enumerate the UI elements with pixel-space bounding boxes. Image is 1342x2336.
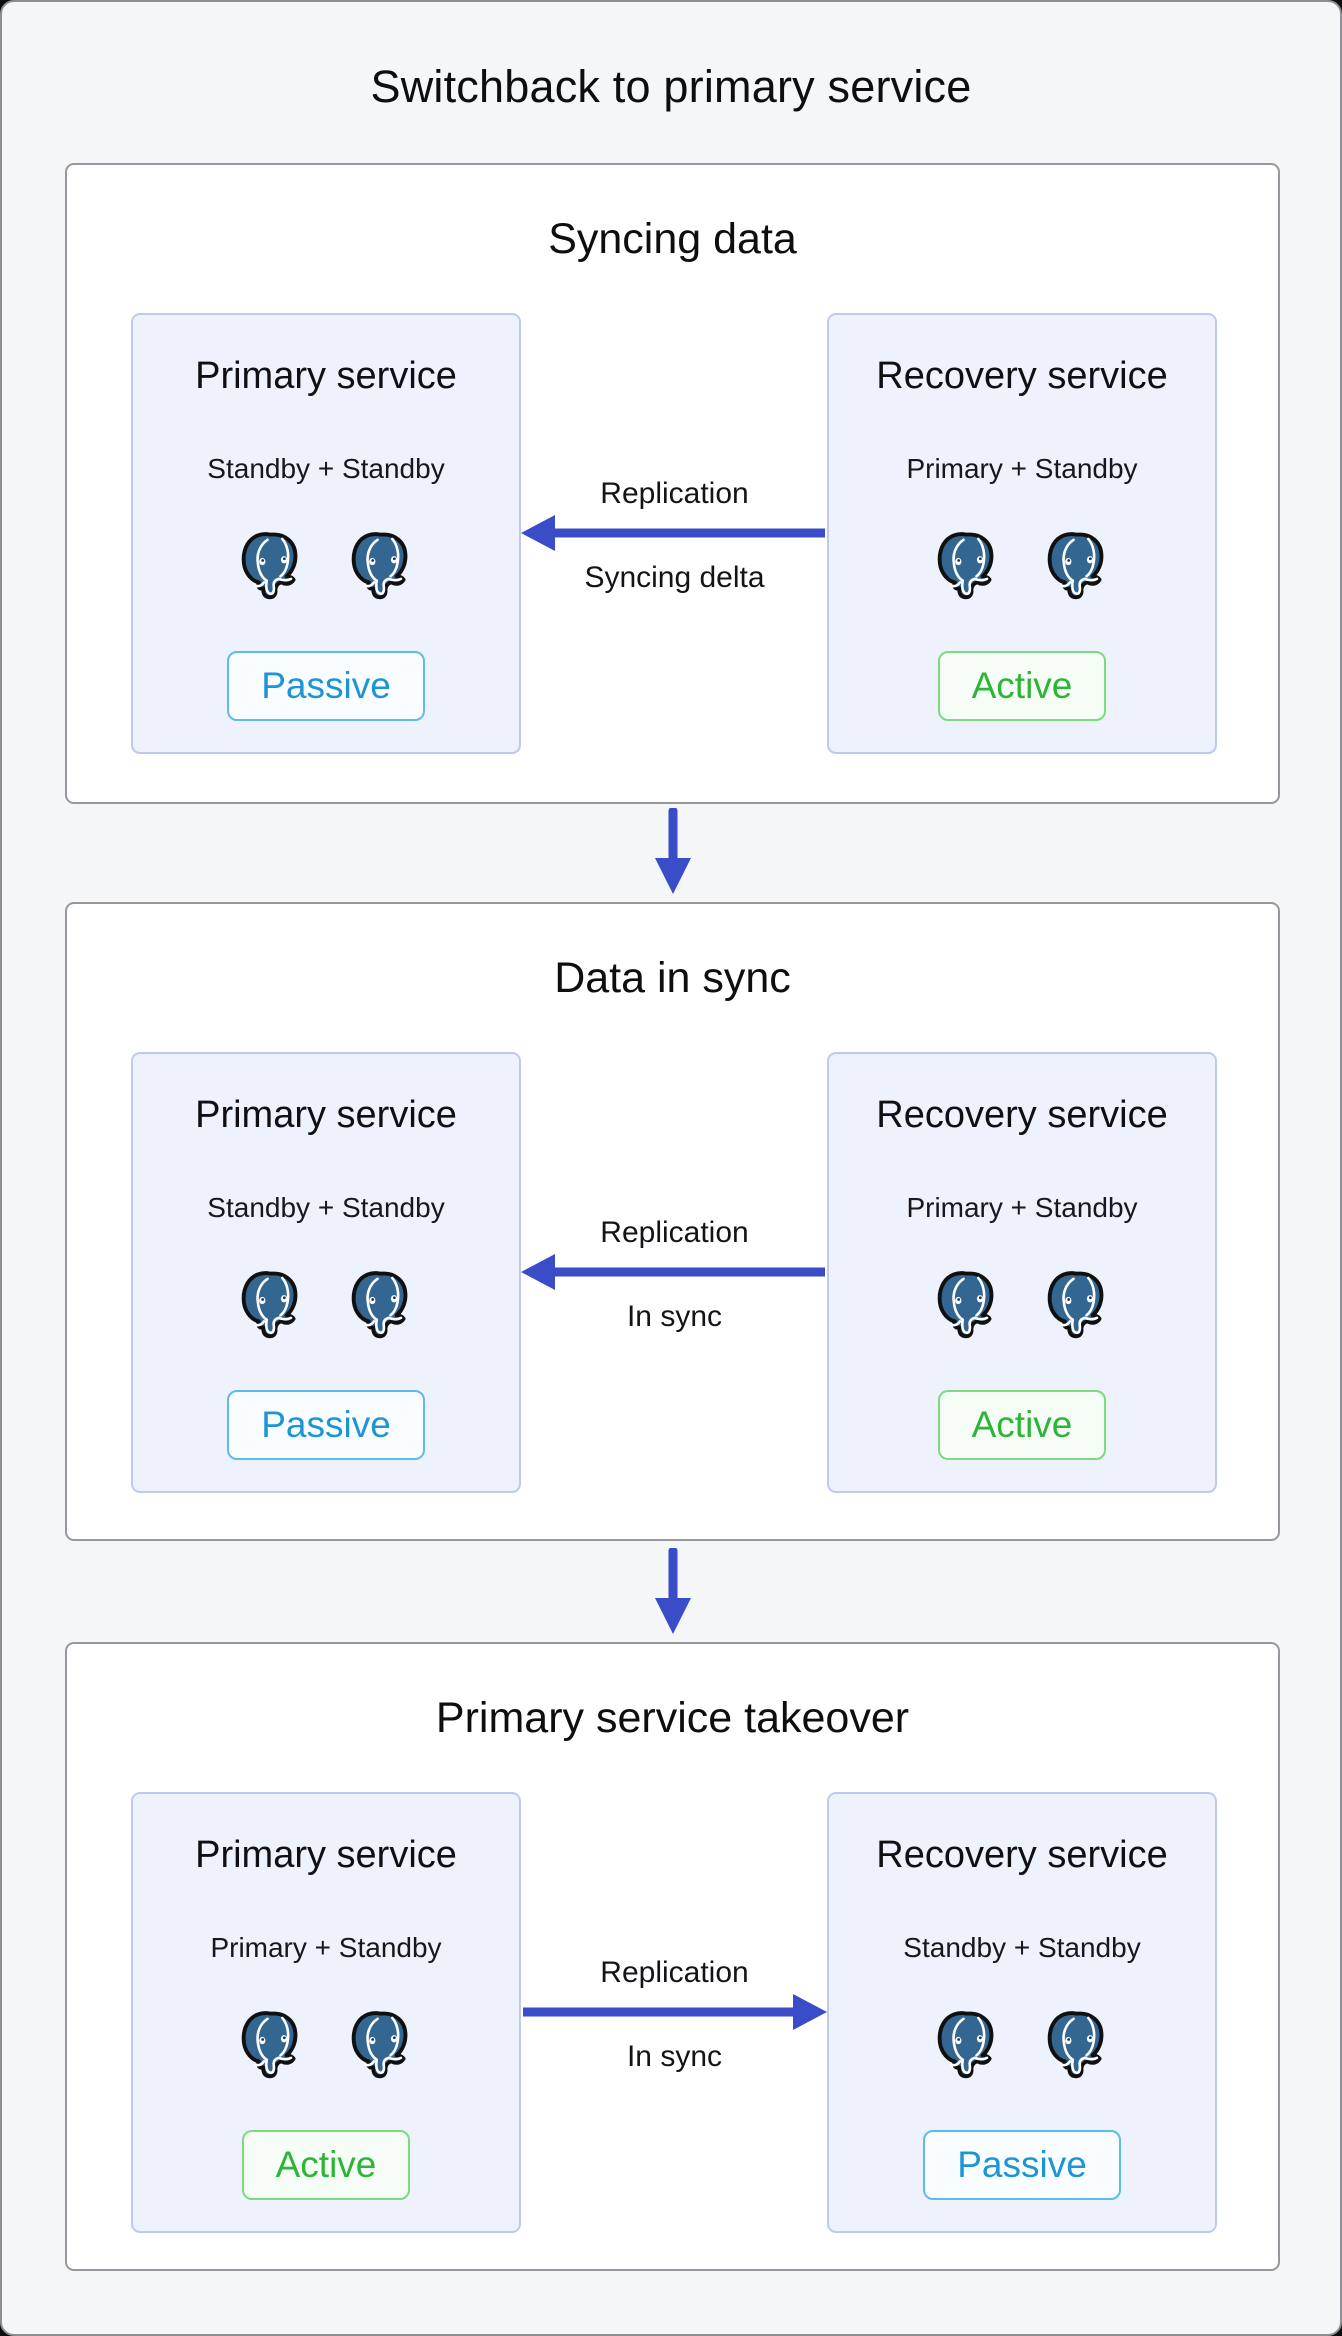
postgresql-elephant-icon <box>238 529 304 601</box>
service-card-title: Recovery service <box>876 1094 1168 1136</box>
service-card-primary: Primary service Standby + Standby Passiv… <box>131 313 521 754</box>
arrow-down-icon <box>651 808 695 896</box>
postgresql-elephant-icon <box>348 529 414 601</box>
postgresql-elephant-icon <box>934 529 1000 601</box>
edge-label-replication: Replication <box>600 1956 749 1989</box>
database-icons-row <box>238 1268 414 1340</box>
status-badge: Active <box>937 1390 1107 1460</box>
stage-panel-data-in-sync: Data in sync Primary service Standby + S… <box>65 902 1280 1541</box>
stage-heading: Data in sync <box>554 954 791 1002</box>
postgresql-elephant-icon <box>348 1268 414 1340</box>
service-card-primary: Primary service Standby + Standby Passiv… <box>131 1052 521 1493</box>
postgresql-elephant-icon <box>934 1268 1000 1340</box>
service-card-title: Primary service <box>195 355 457 397</box>
postgresql-elephant-icon <box>934 2008 1000 2080</box>
stage-panel-syncing-data: Syncing data Primary service Standby + S… <box>65 163 1280 804</box>
service-card-title: Recovery service <box>876 355 1168 397</box>
postgresql-elephant-icon <box>238 2008 304 2080</box>
page-title: Switchback to primary service <box>370 61 972 112</box>
status-badge: Passive <box>227 651 425 721</box>
service-card-subtitle: Standby + Standby <box>903 1932 1141 1963</box>
arrow-left-icon <box>519 1248 829 1296</box>
service-card-subtitle: Primary + Standby <box>906 1192 1138 1223</box>
service-card-subtitle: Primary + Standby <box>906 453 1138 484</box>
database-icons-row <box>934 2008 1110 2080</box>
database-icons-row <box>238 2008 414 2080</box>
postgresql-elephant-icon <box>348 2008 414 2080</box>
service-card-recovery: Recovery service Primary + Standby Activ… <box>827 313 1217 754</box>
service-card-subtitle: Primary + Standby <box>210 1932 442 1963</box>
service-card-title: Recovery service <box>876 1834 1168 1876</box>
arrow-left-icon <box>519 509 829 557</box>
database-icons-row <box>934 1268 1110 1340</box>
edge-label-replication: Replication <box>600 1216 749 1249</box>
postgresql-elephant-icon <box>1044 2008 1110 2080</box>
postgresql-elephant-icon <box>238 1268 304 1340</box>
database-icons-row <box>238 529 414 601</box>
status-badge: Active <box>241 2130 411 2200</box>
postgresql-elephant-icon <box>1044 1268 1110 1340</box>
edge-label-state: In sync <box>626 1300 723 1333</box>
edge-label-state: Syncing delta <box>584 561 765 594</box>
status-badge: Active <box>937 651 1107 721</box>
service-card-subtitle: Standby + Standby <box>207 453 445 484</box>
stage-heading: Syncing data <box>548 215 797 263</box>
service-card-subtitle: Standby + Standby <box>207 1192 445 1223</box>
service-card-primary: Primary service Primary + Standby Active <box>131 1792 521 2233</box>
edge-label-replication: Replication <box>600 477 749 510</box>
service-card-title: Primary service <box>195 1834 457 1876</box>
stage-heading: Primary service takeover <box>435 1694 910 1742</box>
status-badge: Passive <box>227 1390 425 1460</box>
arrow-right-icon <box>519 1988 829 2036</box>
service-card-recovery: Recovery service Primary + Standby Activ… <box>827 1052 1217 1493</box>
edge-label-state: In sync <box>626 2040 723 2073</box>
arrow-down-icon <box>651 1548 695 1636</box>
service-card-recovery: Recovery service Standby + Standby Passi… <box>827 1792 1217 2233</box>
stage-panel-primary-service-takeover: Primary service takeover Primary service… <box>65 1642 1280 2271</box>
postgresql-elephant-icon <box>1044 529 1110 601</box>
database-icons-row <box>934 529 1110 601</box>
service-card-title: Primary service <box>195 1094 457 1136</box>
status-badge: Passive <box>923 2130 1121 2200</box>
